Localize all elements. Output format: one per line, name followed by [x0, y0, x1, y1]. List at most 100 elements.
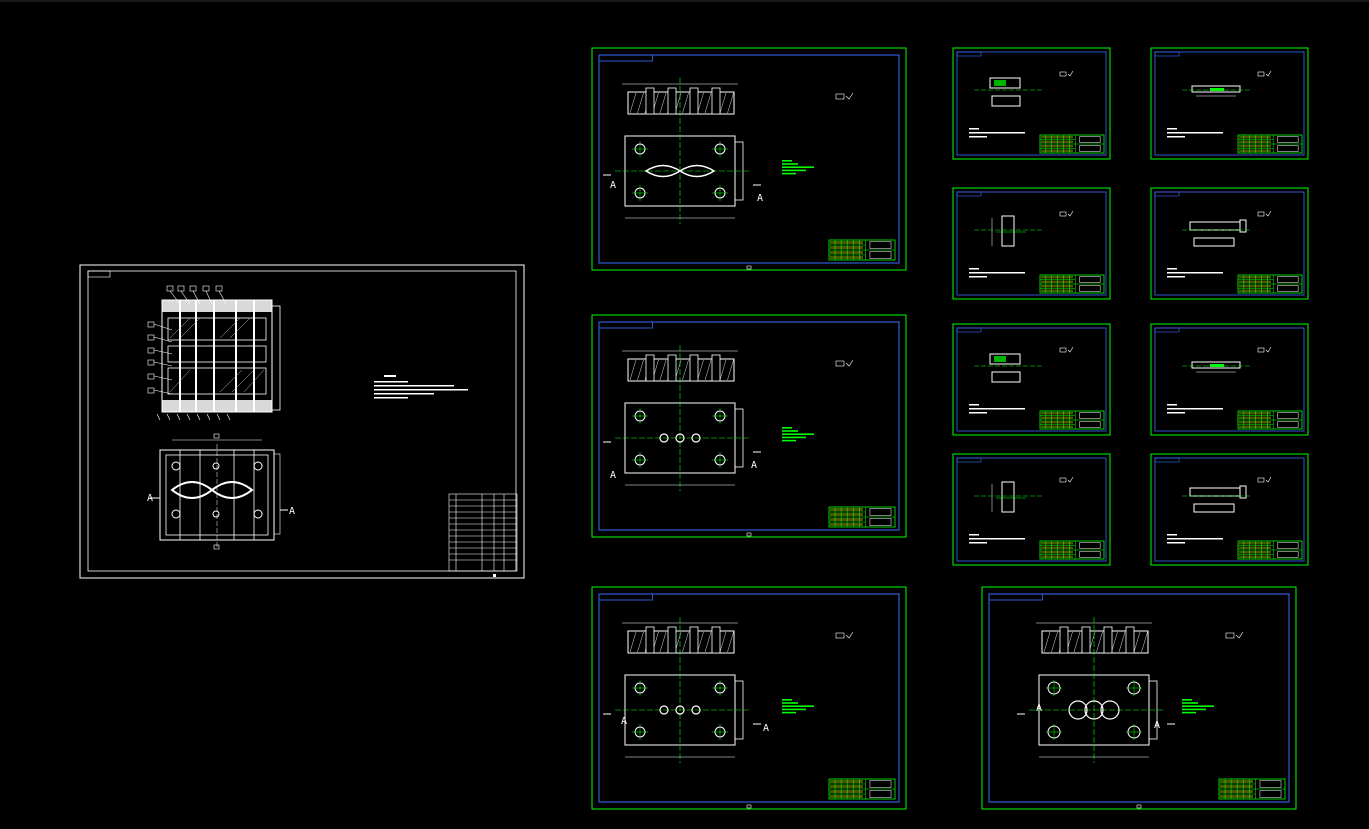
title-block — [828, 239, 896, 261]
sheet-corner-mark — [1136, 804, 1142, 809]
plate-drawing-sheet-3[interactable] — [591, 586, 907, 810]
roughness-symbol — [835, 93, 845, 100]
part-drawing-sheet-6[interactable] — [1150, 323, 1309, 436]
part-drawing-sheet-1[interactable] — [952, 47, 1111, 160]
assembly-section-view — [147, 285, 281, 421]
assembly-section-label-right: A — [289, 506, 296, 517]
sheet-inner-border — [956, 51, 1107, 156]
assembly-notes-block — [374, 375, 468, 399]
title-block — [1237, 274, 1303, 294]
part-drawing-sheet-8[interactable] — [1150, 453, 1309, 566]
plate-technical-notes — [1182, 699, 1214, 714]
assembly-bom-title-block — [448, 493, 518, 572]
sheet-outer-border — [591, 586, 907, 810]
plate-technical-notes — [782, 699, 814, 714]
plate-1-section-label-right: A — [757, 193, 764, 204]
title-block — [1218, 778, 1286, 800]
roughness-symbol — [835, 360, 845, 367]
plate-1-section-label-left: A — [610, 180, 617, 191]
part-view — [974, 353, 1044, 383]
sheet-outer-border — [1150, 453, 1309, 566]
roughness-symbol — [1059, 211, 1067, 217]
plate-section-view — [1036, 622, 1152, 654]
roughness-symbol — [1059, 477, 1067, 483]
plate-section-view — [622, 622, 738, 654]
plate-4-section-label-right: A — [1154, 720, 1161, 731]
plate-plan-view — [603, 78, 761, 224]
plate-technical-notes — [782, 160, 814, 175]
sheet-corner-mark — [746, 532, 752, 537]
title-block — [1039, 540, 1105, 560]
roughness-symbol — [1225, 632, 1235, 639]
plate-2-section-label-right: A — [751, 460, 758, 471]
part-view — [974, 77, 1044, 107]
assembly-drawing-sheet[interactable] — [79, 264, 525, 579]
roughness-symbol — [1257, 71, 1265, 77]
plate-drawing-sheet-4[interactable] — [981, 586, 1297, 810]
part-technical-notes — [1167, 534, 1223, 544]
sheet-inner-border — [598, 321, 900, 531]
sheet-outer-border — [591, 47, 907, 271]
sheet-outer-border — [952, 47, 1111, 160]
part-view — [1182, 485, 1252, 513]
sheet-inner-border — [598, 593, 900, 803]
sheet-corner-mark — [746, 265, 752, 270]
sheet-inner-border — [1154, 457, 1305, 562]
plate-drawing-sheet-2[interactable] — [591, 314, 907, 538]
roughness-symbol — [1257, 211, 1265, 217]
title-block — [1237, 410, 1303, 430]
sheet-inner-border — [1154, 327, 1305, 432]
sheet-inner-border — [87, 270, 517, 572]
part-drawing-sheet-2[interactable] — [1150, 47, 1309, 160]
sheet-inner-border — [988, 593, 1290, 803]
plate-plan-view — [1017, 617, 1175, 763]
part-technical-notes — [969, 128, 1025, 138]
sheet-inner-border — [956, 191, 1107, 296]
roughness-symbol — [1059, 347, 1067, 353]
part-technical-notes — [969, 404, 1025, 414]
part-drawing-sheet-4[interactable] — [1150, 187, 1309, 300]
part-view — [974, 481, 1044, 513]
plate-3-section-label-right: A — [763, 723, 770, 734]
part-view — [1182, 85, 1252, 97]
sheet-outer-border — [981, 586, 1297, 810]
sheet-outer-border — [591, 314, 907, 538]
sheet-tag-box — [598, 593, 653, 601]
sheet-outer-border — [952, 187, 1111, 300]
sheet-inner-border — [1154, 51, 1305, 156]
part-technical-notes — [969, 268, 1025, 278]
sheet-tag-box — [988, 593, 1043, 601]
title-block — [1237, 540, 1303, 560]
title-block — [1237, 134, 1303, 154]
roughness-symbol — [1257, 347, 1265, 353]
title-block — [1039, 274, 1105, 294]
part-technical-notes — [1167, 268, 1223, 278]
plate-technical-notes — [782, 427, 814, 442]
part-drawing-sheet-7[interactable] — [952, 453, 1111, 566]
assembly-section-label-left: A — [147, 493, 154, 504]
part-technical-notes — [1167, 128, 1223, 138]
assembly-plan-view — [150, 433, 288, 550]
part-drawing-sheet-5[interactable] — [952, 323, 1111, 436]
plate-3-section-label-left: A — [621, 716, 628, 727]
sheet-inner-border — [598, 54, 900, 264]
part-view — [974, 215, 1044, 247]
sheet-outer-border — [1150, 323, 1309, 436]
title-block — [1039, 134, 1105, 154]
part-technical-notes — [1167, 404, 1223, 414]
sheet-outer-border — [952, 453, 1111, 566]
sheet-outer-border — [952, 323, 1111, 436]
title-block — [828, 506, 896, 528]
roughness-symbol — [835, 632, 845, 639]
sheet-inner-border — [956, 457, 1107, 562]
sheet-outer-border — [79, 264, 525, 579]
part-drawing-sheet-3[interactable] — [952, 187, 1111, 300]
roughness-symbol — [1059, 71, 1067, 77]
plate-section-view — [622, 83, 738, 115]
plate-drawing-sheet-1[interactable] — [591, 47, 907, 271]
sheet-corner-mark — [746, 804, 752, 809]
sheet-tag-box — [87, 270, 111, 278]
sheet-outer-border — [1150, 47, 1309, 160]
